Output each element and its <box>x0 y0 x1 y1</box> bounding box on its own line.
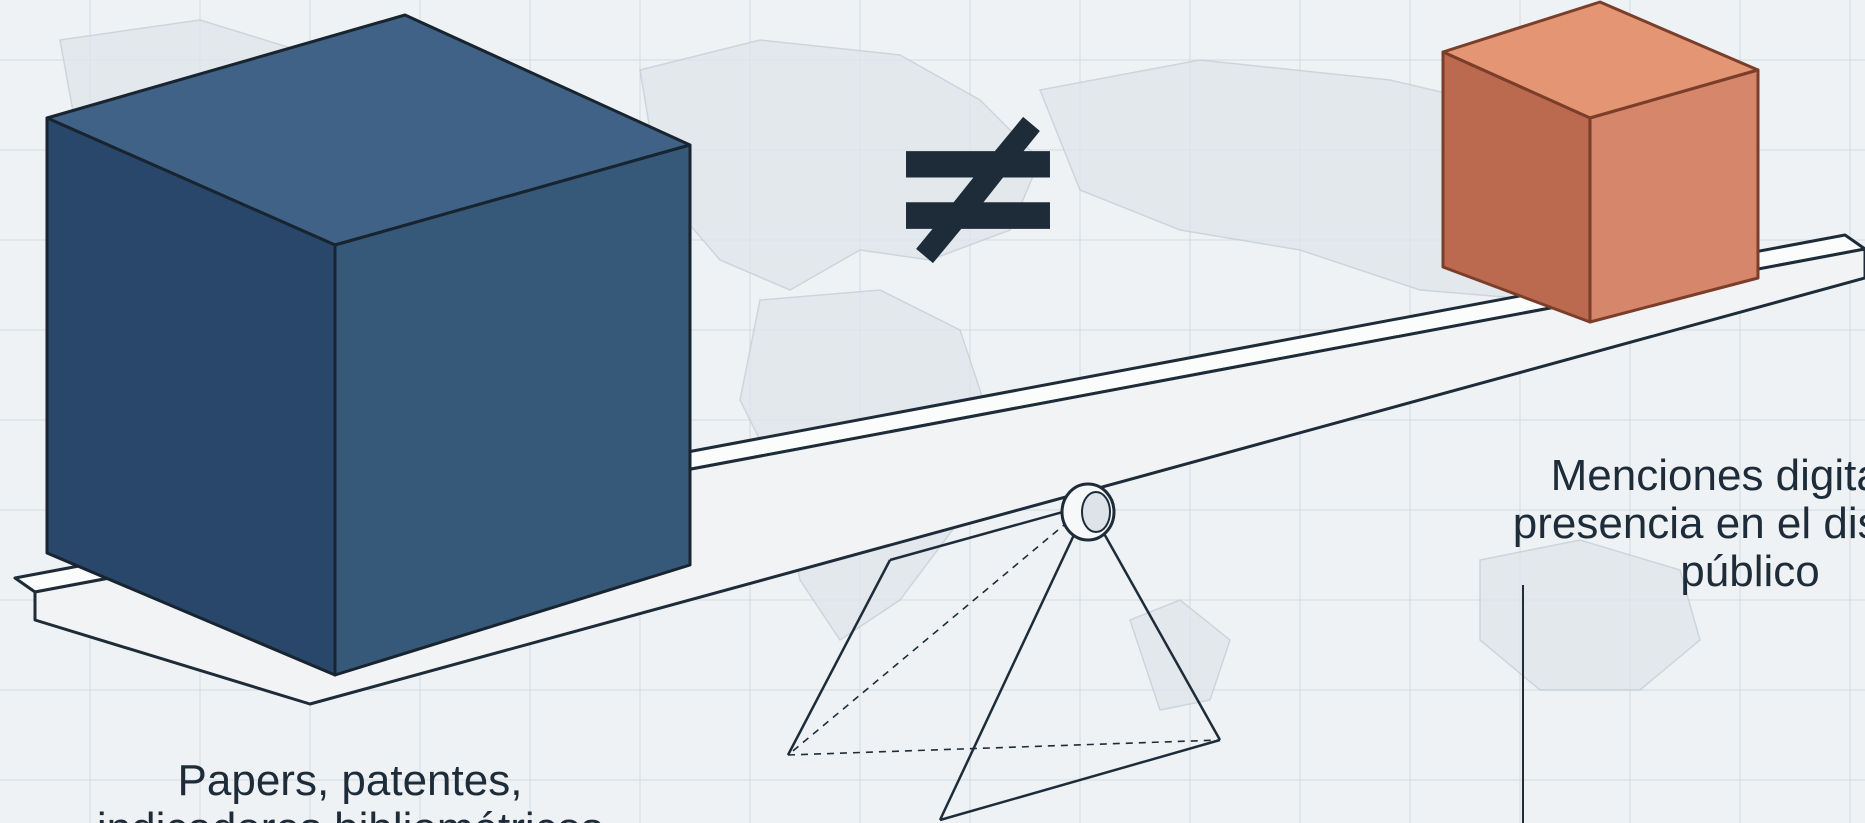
pivot-bolt <box>1060 482 1116 542</box>
right-label-line-1: Menciones digitales, <box>1550 451 1865 500</box>
right-label-line-2: presencia en el discurso <box>1512 499 1865 548</box>
large-blue-cube <box>45 13 692 677</box>
not-equal-symbol: ≠ <box>882 50 1075 317</box>
small-orange-cube <box>1441 0 1760 324</box>
left-block-label: Papers, patentes, indicadores bibliométr… <box>0 757 700 823</box>
right-label-line-3: público <box>1680 547 1820 596</box>
fulcrum <box>786 503 1222 822</box>
left-label-line-1: Papers, patentes, <box>177 756 523 805</box>
right-block-label: Menciones digitales, presencia en el dis… <box>1370 452 1865 596</box>
left-label-line-2: indicadores bibliométricos <box>0 805 700 823</box>
